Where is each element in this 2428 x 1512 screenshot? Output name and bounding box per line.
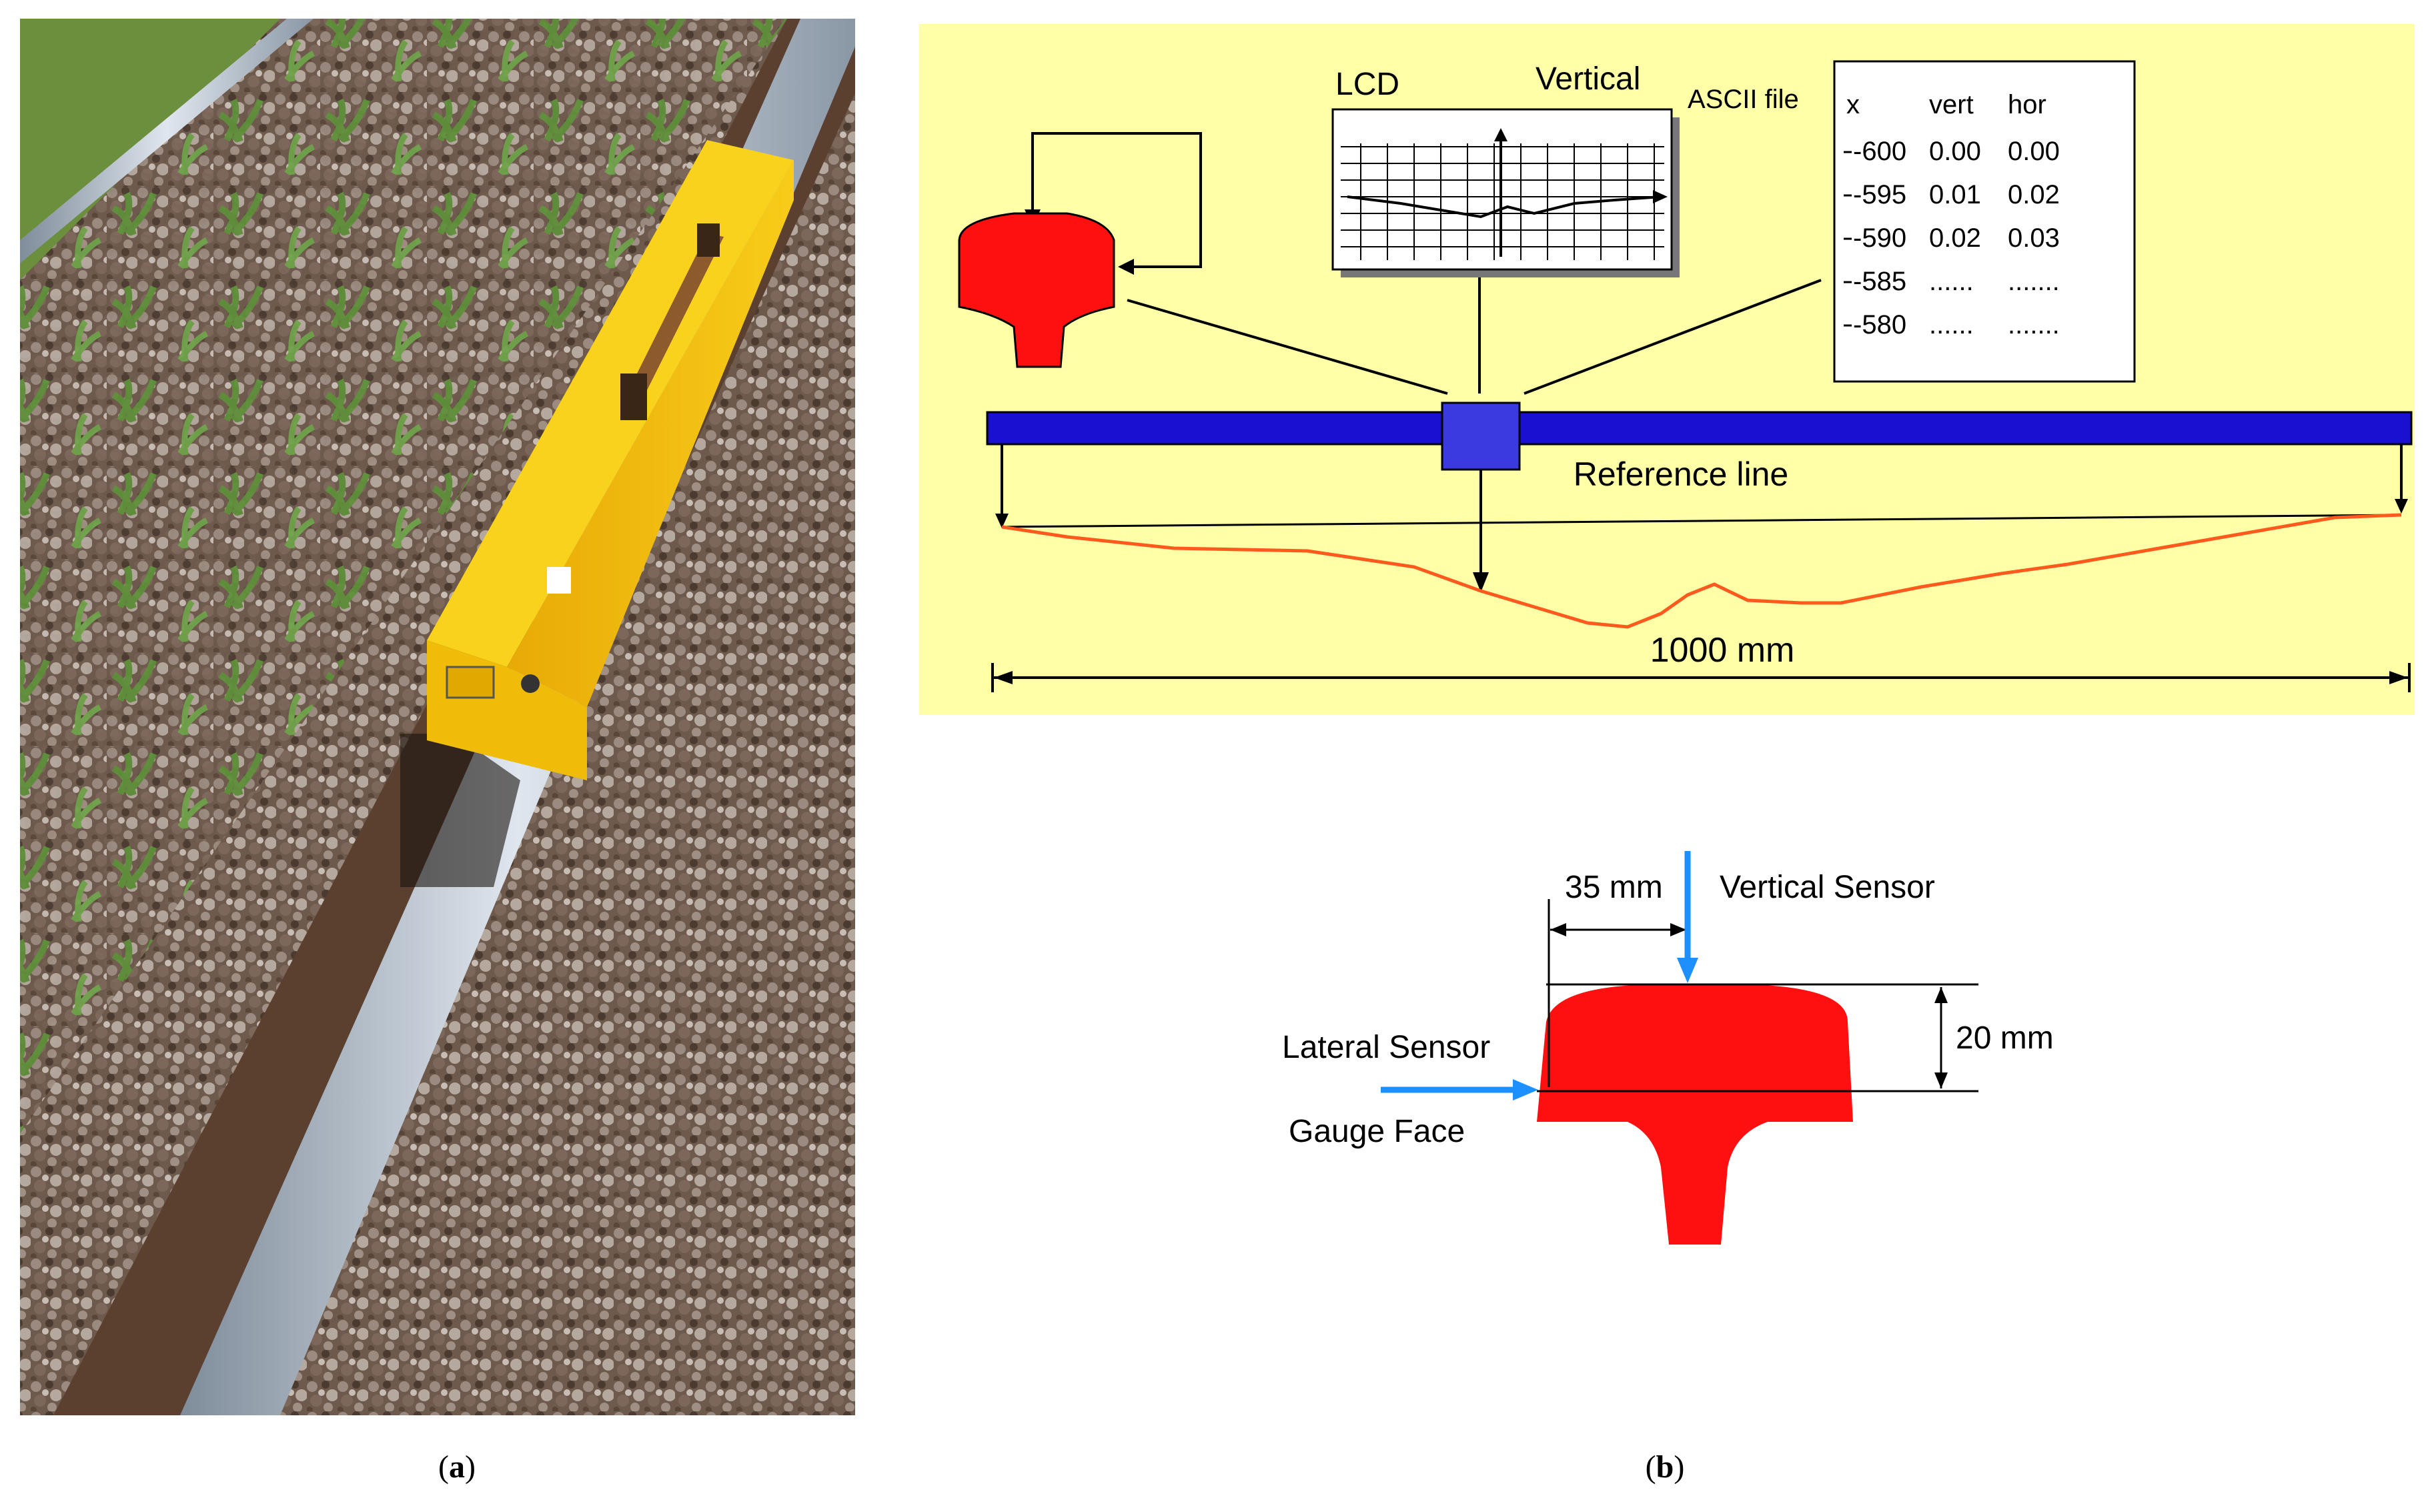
table-cell: 0.00	[2008, 137, 2060, 166]
measurement-principle-diagram: LCD Vertical ASCII file x vert hor -600 …	[919, 24, 2415, 715]
sensor-position-diagram: 20 mm 35 mm Vertical Sensor Lateral Sens…	[1282, 851, 2054, 1245]
lcd-grid	[1341, 143, 1664, 260]
table-header-vert: vert	[1929, 90, 1974, 119]
connector-ascii	[1524, 279, 1822, 395]
offset-arrowhead-right	[1670, 923, 1686, 936]
lateral-sensor-label: Lateral Sensor	[1282, 1030, 1490, 1065]
span-arrowhead-left	[994, 671, 1013, 684]
rail-cross-section	[1537, 984, 1853, 1245]
instrument-shadow	[400, 734, 520, 887]
table-cell: .......	[2008, 267, 2060, 296]
ascii-file-label: ASCII file	[1688, 85, 1799, 114]
table-cell: -580	[1853, 310, 1906, 339]
table-cell: -595	[1853, 180, 1906, 209]
span-arrowhead-right	[2389, 671, 2408, 684]
reference-line-label: Reference line	[1574, 456, 1788, 493]
vertical-sensor-label: Vertical Sensor	[1720, 870, 1935, 905]
instrument-handle-post	[620, 373, 647, 420]
feedback-arrowhead	[1118, 259, 1134, 275]
lcd-trace	[1347, 195, 1662, 219]
table-cell: -600	[1853, 137, 1906, 166]
table-cell: .......	[2008, 310, 2060, 339]
vertical-sensor-arrowhead	[1677, 958, 1698, 983]
offset-label: 35 mm	[1565, 870, 1663, 905]
gauge-face-label: Gauge Face	[1289, 1114, 1465, 1149]
table-cell: -590	[1853, 223, 1906, 253]
span-label: 1000 mm	[1650, 631, 1795, 670]
table-header-hor: hor	[2008, 90, 2046, 119]
feedback-loop	[1031, 132, 1202, 268]
lcd-label: LCD	[1335, 67, 1399, 102]
sensor-probe-arrowhead	[1473, 572, 1489, 592]
instrument-end-plate	[446, 666, 495, 699]
caption-a: (a)	[438, 1449, 476, 1485]
ascii-table: x vert hor -600 0.00 0.00 -595 0.01 0.02…	[1844, 90, 2060, 339]
table-cell: ......	[1929, 310, 1974, 339]
height-arrowhead-top	[1934, 987, 1948, 1003]
measuring-beam	[986, 411, 2413, 446]
height-arrowhead-bottom	[1934, 1072, 1948, 1088]
connector-rail	[1127, 299, 1448, 395]
right-leg-arrowhead	[2395, 499, 2408, 514]
table-cell: 0.03	[2008, 223, 2060, 253]
reference-line	[1001, 514, 2402, 528]
table-cell: 0.01	[1929, 180, 1981, 209]
table-cell: 0.02	[1929, 223, 1981, 253]
vertical-label: Vertical	[1536, 61, 1640, 97]
height-label: 20 mm	[1956, 1020, 2054, 1056]
offset-arrowhead-left	[1550, 923, 1566, 936]
table-cell: 0.00	[1929, 137, 1981, 166]
table-cell: -585	[1853, 267, 1906, 296]
table-cell: ......	[1929, 267, 1974, 296]
caption-b: (b)	[1646, 1449, 1685, 1485]
instrument-handle-post	[697, 223, 720, 257]
instrument-connector	[521, 674, 540, 693]
sensor-box	[1441, 402, 1521, 471]
rail-profile-small	[958, 212, 1115, 368]
panel-a-photo	[20, 19, 855, 1415]
left-leg-arrowhead	[995, 514, 1009, 528]
far-rail	[20, 19, 314, 263]
table-header-x: x	[1846, 90, 1860, 119]
instrument-handle	[620, 233, 724, 410]
instrument-label-sticker	[547, 567, 571, 594]
table-cell: 0.02	[2008, 180, 2060, 209]
measured-rail-profile	[1001, 513, 2402, 629]
ascii-table-box	[1833, 60, 2136, 383]
lateral-sensor-arrowhead	[1513, 1079, 1538, 1100]
lcd-trace-arrowhead	[1653, 190, 1668, 203]
instrument-side	[507, 160, 794, 707]
lcd-axis-arrowhead	[1494, 128, 1507, 141]
weed-area	[20, 19, 787, 1134]
